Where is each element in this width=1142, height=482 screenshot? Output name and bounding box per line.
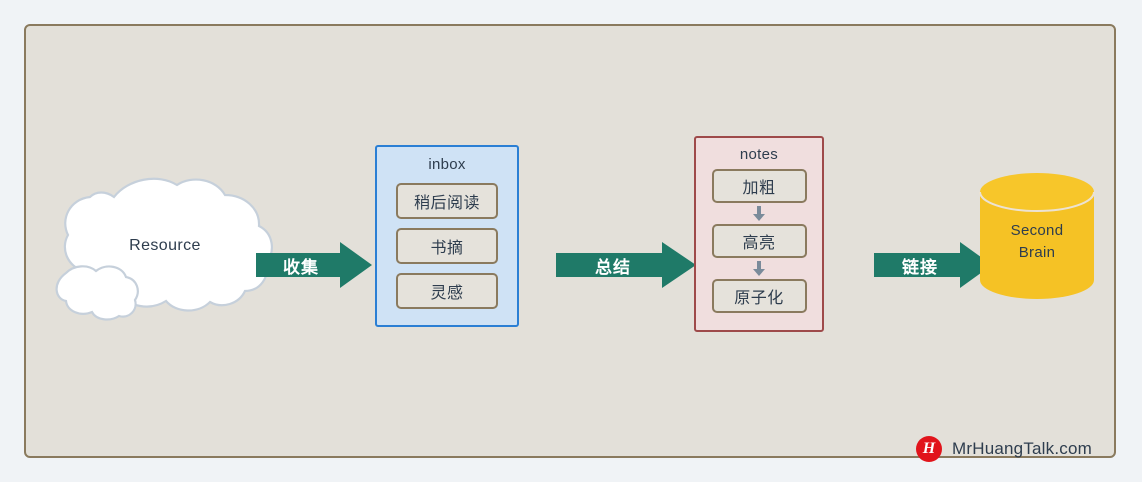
watermark: H MrHuangTalk.com: [916, 436, 1092, 462]
second-brain-label: Second Brain: [978, 172, 1096, 300]
mrhuangtalk-logo-icon: H: [916, 436, 942, 462]
arrow-collect-label: 收集: [283, 257, 319, 277]
block-arrow-icon: [874, 242, 992, 288]
second-brain-cylinder[interactable]: Second Brain: [978, 172, 1096, 300]
arrow-summarize-label: 总结: [595, 257, 631, 277]
arrow-link[interactable]: 链接: [874, 242, 992, 288]
notes-item-atomize[interactable]: 原子化: [711, 279, 807, 313]
arrow-link-label: 链接: [902, 257, 938, 277]
second-brain-line2: Brain: [1018, 244, 1056, 261]
block-arrow-icon: [556, 242, 696, 288]
down-arrow-icon: [752, 261, 766, 276]
database-cylinder-icon: [979, 173, 1095, 299]
cloud-shape-icon: [55, 177, 273, 321]
inbox-item-inspiration[interactable]: 灵感: [396, 273, 498, 309]
down-arrow-icon: [752, 206, 766, 221]
inbox-container[interactable]: inbox 稍后阅读 书摘 灵感: [375, 145, 519, 327]
resource-label: Resource: [129, 237, 201, 254]
notes-item-highlight[interactable]: 高亮: [711, 224, 807, 258]
block-arrow-icon: [256, 242, 372, 288]
resource-cloud[interactable]: Resource: [40, 171, 280, 321]
inbox-item-read-later[interactable]: 稍后阅读: [396, 183, 498, 219]
second-brain-line1: Second: [1010, 222, 1064, 240]
notes-title: notes: [739, 146, 779, 163]
arrow-collect[interactable]: 收集: [256, 242, 372, 288]
inbox-item-book-excerpt[interactable]: 书摘: [396, 228, 498, 264]
arrow-summarize[interactable]: 总结: [556, 242, 696, 288]
inbox-title: inbox: [428, 156, 466, 173]
diagram-canvas: Resource 收集 inbox 稍后阅读 书摘 灵感 总结 notes 加粗: [24, 24, 1116, 462]
notes-item-bold[interactable]: 加粗: [711, 169, 807, 203]
notes-container[interactable]: notes 加粗 高亮 原子化: [694, 136, 824, 332]
watermark-text: MrHuangTalk.com: [952, 439, 1092, 458]
